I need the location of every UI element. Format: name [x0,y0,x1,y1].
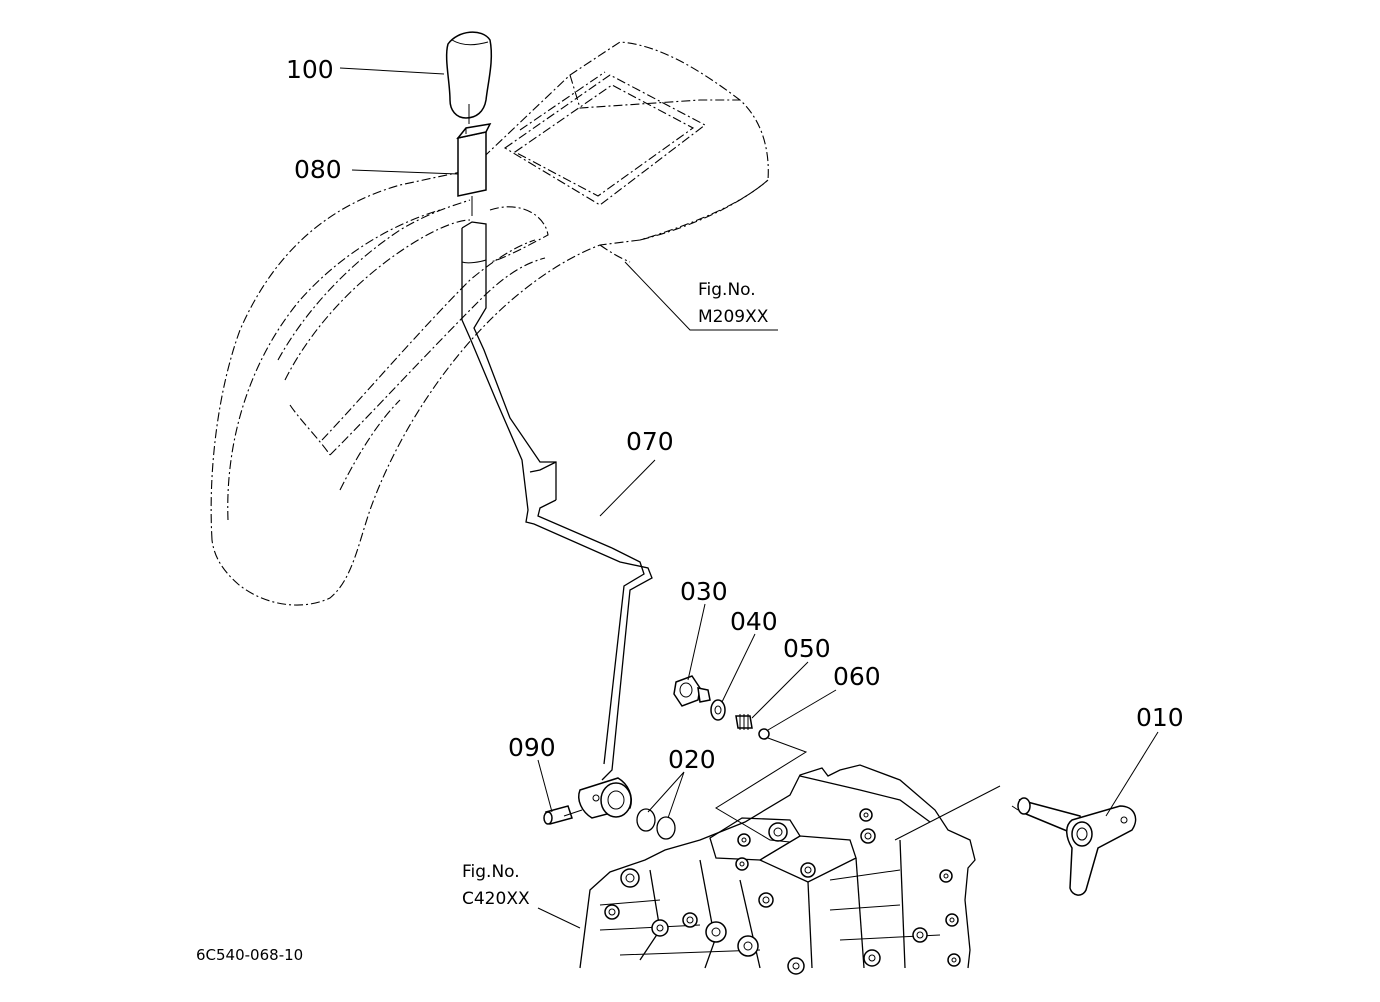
pin-part-090 [543,805,573,825]
fender-cover-outline [210,41,769,606]
callout-040: 040 [730,607,778,636]
fig-ref-bottom-number: C420XX [462,889,530,909]
transmission-case [579,764,976,975]
washer-part-040 [710,699,726,721]
ball-part-060 [758,728,770,740]
callout-020: 020 [668,745,716,774]
callout-010: 010 [1136,703,1184,732]
callout-090: 090 [508,733,556,762]
fig-ref-bottom-label: Fig.No. [462,862,520,882]
o-rings-part-020 [636,808,676,840]
callout-060: 060 [833,662,881,691]
fig-ref-top-label: Fig.No. [698,280,756,300]
spring-part-050 [735,714,753,730]
shift-lever-part-070 [461,221,653,819]
shift-arm-part-010 [1017,797,1137,896]
callout-080: 080 [294,155,342,184]
leader-lines [339,67,1159,929]
drawing-code: 6C540-068-10 [196,946,303,964]
plug-part-030 [673,675,711,707]
callout-100: 100 [286,55,334,84]
sleeve-part-080 [456,123,492,197]
knob-part-100 [445,31,493,119]
assembly-lines [468,104,1019,843]
fig-ref-top-number: M209XX [698,307,769,327]
callout-050: 050 [783,634,831,663]
callout-030: 030 [680,577,728,606]
callout-070: 070 [626,427,674,456]
